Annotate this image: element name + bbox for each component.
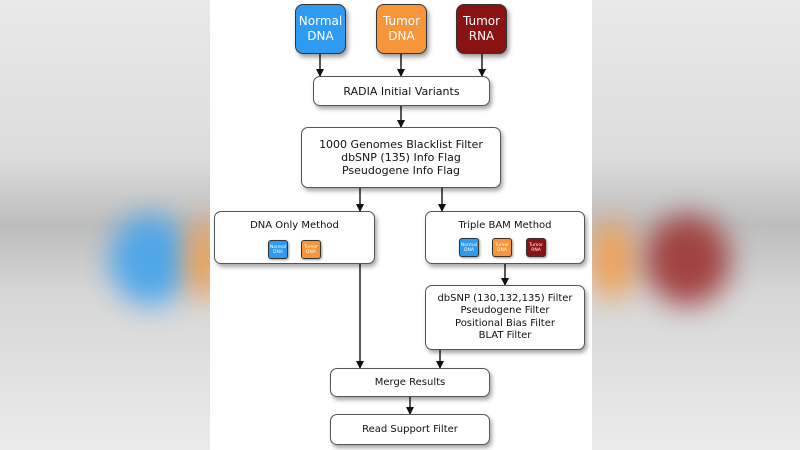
blat-filter-label: BLAT Filter [478,330,532,341]
chip-label: Tumor [529,242,543,248]
tumor-dna-label-line1: Tumor [382,14,421,28]
tumor-dna-label-line2: DNA [388,29,415,43]
dna-only-method-title: DNA Only Method [250,220,339,231]
dbsnp-info-flag-label: dbSNP (135) Info Flag [341,151,461,164]
merge-results-label: Merge Results [374,377,446,388]
chip-label: DNA [497,247,507,253]
dbsnp-filter-label: dbSNP (130,132,135) Filter [437,292,573,304]
chip-label: DNA [306,249,316,255]
blacklist-filter-label: 1000 Genomes Blacklist Filter [319,138,483,151]
normal-dna-label-line1: Normal [298,14,343,28]
chip-label: Normal [460,242,478,248]
triple-bam-method-title: Triple BAM Method [458,220,552,231]
dna-only-tumor-dna-chip: Tumor DNA [301,240,321,259]
chip-label: DNA [464,247,474,253]
chip-label: RNA [531,247,541,253]
positional-bias-filter-label: Positional Bias Filter [455,317,555,329]
dna-only-method-box: DNA Only Method Normal DNA Tumor DNA [214,211,375,264]
normal-dna-source: Normal DNA [295,4,346,54]
triple-bam-filters-box: dbSNP (130,132,135) Filter Pseudogene Fi… [425,285,585,350]
triple-bam-tumor-rna-chip: Tumor RNA [526,238,546,257]
triple-bam-method-box: Triple BAM Method Normal DNA Tumor DNA T… [425,211,585,264]
tumor-rna-label-line1: Tumor [462,14,501,28]
pseudogene-info-flag-label: Pseudogene Info Flag [341,164,461,177]
tumor-rna-label-line2: RNA [468,29,495,43]
chip-label: Normal [269,244,287,250]
blurred-background-right [590,0,800,450]
dna-only-normal-dna-chip: Normal DNA [268,240,288,259]
chip-label: DNA [273,249,283,255]
blurred-background-left [0,0,210,450]
radia-initial-variants-label: RADIA Initial Variants [343,84,460,98]
tumor-rna-source: Tumor RNA [456,4,507,54]
prefilter-box: 1000 Genomes Blacklist Filter dbSNP (135… [301,127,501,188]
triple-bam-normal-dna-chip: Normal DNA [459,238,479,257]
tumor-dna-source: Tumor DNA [376,4,427,54]
flowchart-canvas: Normal DNA Tumor DNA Tumor RNA RADIA Ini… [210,0,592,450]
read-support-filter-box: Read Support Filter [330,414,490,445]
read-support-filter-label: Read Support Filter [362,424,458,435]
triple-bam-tumor-dna-chip: Tumor DNA [492,238,512,257]
chip-label: Tumor [304,244,318,250]
pseudogene-filter-label: Pseudogene Filter [460,305,550,316]
radia-initial-variants-box: RADIA Initial Variants [313,76,490,106]
connector-arrows [316,54,509,415]
merge-results-box: Merge Results [330,368,490,397]
normal-dna-label-line2: DNA [307,29,334,43]
chip-label: Tumor [495,242,509,248]
